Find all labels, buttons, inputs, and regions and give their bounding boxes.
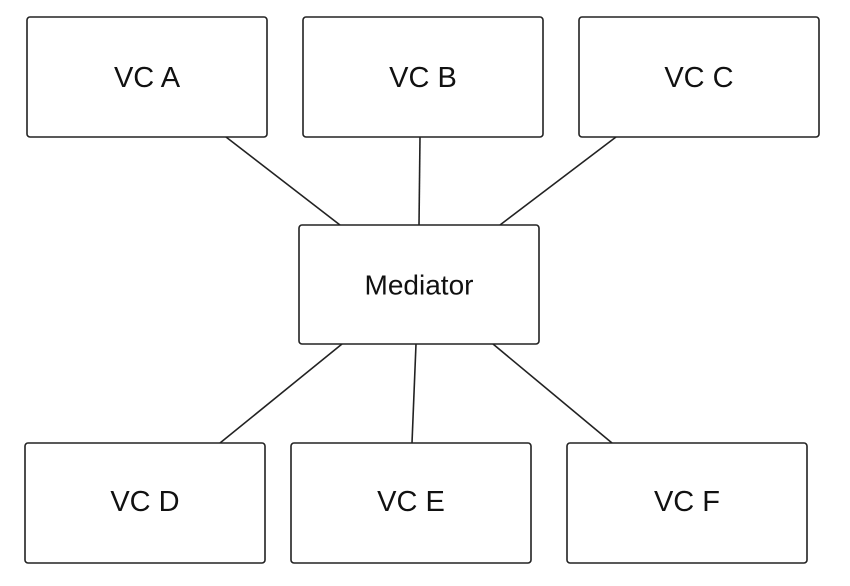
connectors xyxy=(219,136,617,444)
node-vc-e: VC E xyxy=(290,442,532,564)
node-mediator-label: Mediator xyxy=(365,270,474,301)
edge-mediator-vc-f xyxy=(492,343,613,444)
node-vc-d: VC D xyxy=(24,442,266,564)
node-vc-b: VC B xyxy=(302,16,544,138)
edge-vc-a-mediator xyxy=(225,136,341,226)
edge-mediator-vc-e xyxy=(411,343,417,444)
node-vc-a: VC A xyxy=(26,16,268,138)
edge-vc-c-mediator xyxy=(499,136,617,226)
node-vc-d-label: VC D xyxy=(110,486,179,518)
node-mediator: Mediator xyxy=(298,224,540,345)
node-vc-f: VC F xyxy=(566,442,808,564)
node-vc-e-label: VC E xyxy=(377,486,445,518)
node-vc-b-label: VC B xyxy=(389,62,457,94)
node-vc-f-label: VC F xyxy=(654,486,720,518)
node-vc-c-label: VC C xyxy=(664,62,733,94)
node-vc-a-label: VC A xyxy=(114,62,181,94)
node-vc-c: VC C xyxy=(578,16,820,138)
edge-vc-b-mediator xyxy=(418,136,421,226)
edge-mediator-vc-d xyxy=(219,343,343,444)
